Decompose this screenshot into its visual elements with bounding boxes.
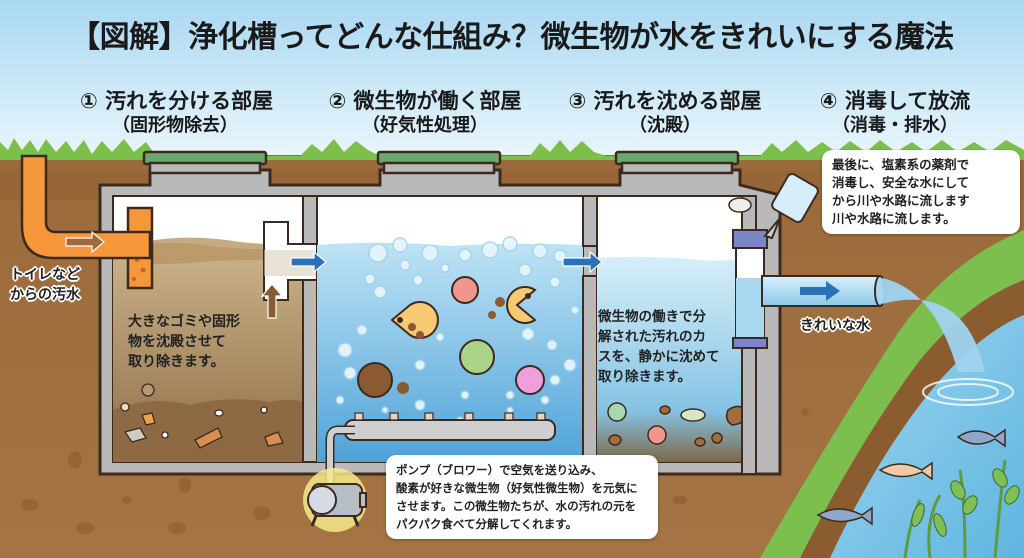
room-3-line-2: 解された汚れのカ	[598, 329, 706, 345]
section-1-subtitle: （固形物除去）	[112, 115, 238, 136]
room-3-line-3: スを、静かに沈めて	[598, 349, 720, 365]
disinfect-line-3: から川や水路に流します	[832, 193, 970, 208]
disinfect-callout: 最後に、塩素系の薬剤で 消毒し、安全な水にして から川や水路に流します 川や水路…	[822, 150, 1020, 234]
pump-callout: ポンプ（ブロワー）で空気を送り込み、 酸素が好きな微生物（好気性微生物）を元気に…	[386, 455, 658, 539]
inlet-label: トイレなど からの汚水	[10, 265, 80, 305]
disinfect-line-1: 最後に、塩素系の薬剤で	[832, 157, 970, 172]
section-4-subtitle: （消毒・排水）	[832, 115, 958, 136]
room-1-line-1: 大きなゴミや固形	[128, 314, 240, 330]
room-1-line-2: 物を沈殿させて	[128, 334, 226, 350]
section-3-title: ③ 汚れを沈める部屋	[568, 89, 762, 113]
pump-line-1: ポンプ（ブロワー）で空気を送り込み、	[396, 463, 603, 477]
section-2-subtitle: （好気性処理）	[362, 115, 488, 136]
section-1-title: ① 汚れを分ける部屋	[80, 89, 274, 113]
section-4-heading: ④ 消毒して放流 （消毒・排水）	[805, 88, 985, 138]
clean-water-label: きれいな水	[800, 318, 870, 334]
pump-line-4: パクパク食べて分解してくれます。	[396, 517, 578, 531]
fish-icon	[816, 428, 1006, 526]
section-3-heading: ③ 汚れを沈める部屋 （沈殿）	[565, 88, 765, 138]
inlet-label-line-1: トイレなど	[10, 267, 80, 283]
disinfect-line-2: 消毒し、安全な水にして	[832, 175, 970, 190]
section-1-heading: ① 汚れを分ける部屋 （固形物除去）	[80, 88, 274, 138]
microbe-icon	[357, 276, 545, 398]
blower-pump-icon	[307, 483, 367, 527]
room-3-line-1: 微生物の働きで分	[598, 309, 706, 325]
chemical-bottle-icon	[763, 173, 819, 240]
room-1-description: 大きなゴミや固形 物を沈殿させて 取り除きます。	[128, 312, 240, 372]
section-2-title: ② 微生物が働く部屋	[328, 89, 522, 113]
flow-arrow-icon	[65, 230, 840, 319]
chlorine-tablet-icon	[728, 197, 752, 213]
room-3-line-4: 取り除きます。	[598, 369, 692, 385]
room-3-description: 微生物の働きで分 解された汚れのカ スを、静かに沈めて 取り除きます。	[598, 307, 720, 387]
page-title: 【図解】浄化槽ってどんな仕組み？微生物が水をきれいにする魔法	[70, 20, 954, 55]
pump-line-3: させます。この微生物たちが、水の汚れの元を	[396, 499, 637, 513]
section-3-subtitle: （沈殿）	[629, 115, 701, 136]
pump-line-2: 酸素が好きな微生物（好気性微生物）を元気に	[396, 481, 638, 495]
section-2-heading: ② 微生物が働く部屋 （好気性処理）	[325, 88, 525, 138]
room-1-line-3: 取り除きます。	[128, 354, 225, 370]
disinfect-line-4: 川や水路に流します。	[832, 211, 956, 226]
section-4-title: ④ 消毒して放流	[819, 89, 971, 113]
inlet-label-line-2: からの汚水	[10, 287, 80, 303]
